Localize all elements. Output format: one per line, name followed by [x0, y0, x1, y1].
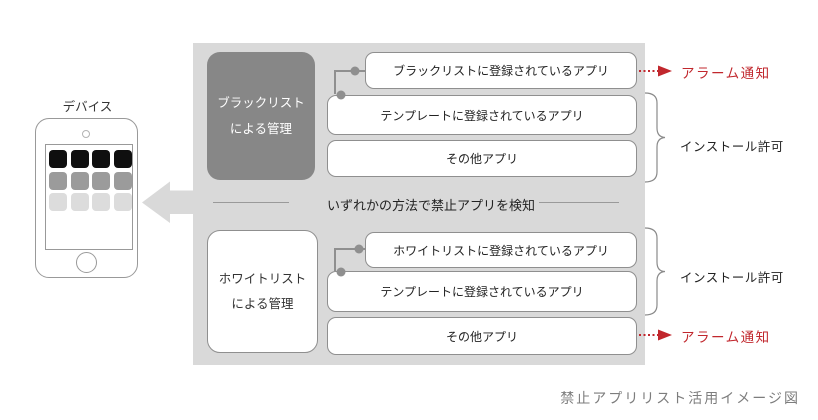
box-template-registered-apps-top: テンプレートに登録されているアプリ — [327, 95, 637, 135]
alarm-arrowhead-bottom-icon — [658, 329, 672, 341]
whitelist-management-line1: ホワイトリスト — [218, 271, 307, 286]
install-brace-top — [644, 92, 666, 183]
phone-home-button — [76, 252, 97, 273]
alarm-notification-label-bottom: アラーム通知 — [681, 330, 771, 345]
blacklist-management-box: ブラックリスト による管理 — [207, 52, 315, 180]
blacklist-management-line2: による管理 — [229, 121, 293, 136]
box-other-apps-top: その他アプリ — [327, 140, 637, 177]
alarm-notification-label-top: アラーム通知 — [681, 66, 771, 81]
phone-screen — [45, 144, 133, 250]
app-icon — [49, 193, 67, 211]
box-blacklist-registered-apps: ブラックリストに登録されているアプリ — [365, 52, 637, 89]
flow-arrow-to-device-icon — [142, 181, 194, 223]
install-permitted-label-top: インストール許可 — [680, 140, 784, 154]
app-icon — [92, 193, 110, 211]
app-icon — [92, 171, 110, 190]
app-icon — [70, 171, 89, 190]
box-template-registered-apps-bottom: テンプレートに登録されているアプリ — [327, 271, 637, 312]
alarm-arrowhead-top-icon — [658, 65, 672, 77]
phone-camera-dot — [82, 130, 90, 138]
install-permitted-label-bottom: インストール許可 — [680, 271, 784, 285]
app-icon — [49, 150, 67, 168]
app-icon — [113, 193, 132, 211]
app-icon — [92, 150, 110, 168]
divider-line-left — [213, 202, 289, 203]
app-icon — [49, 171, 67, 190]
app-icon — [113, 171, 132, 190]
whitelist-management-line2: による管理 — [231, 297, 294, 311]
diagram-caption: 禁止アプリリスト活用イメージ図 — [560, 390, 800, 406]
phone-app-icon-grid — [49, 150, 132, 211]
app-icon — [113, 150, 132, 168]
divider-line-right — [539, 202, 619, 203]
app-icon — [70, 193, 89, 211]
install-brace-bottom — [644, 227, 666, 316]
box-whitelist-registered-apps: ホワイトリストに登録されているアプリ — [365, 232, 637, 268]
whitelist-management-box: ホワイトリスト による管理 — [207, 230, 318, 353]
box-other-apps-bottom: その他アプリ — [327, 317, 637, 355]
device-phone-illustration — [35, 118, 138, 278]
app-icon — [70, 150, 89, 168]
detection-method-label: いずれかの方法で禁止アプリを検知 — [326, 198, 535, 213]
device-label: デバイス — [62, 100, 113, 114]
blacklist-management-line1: ブラックリスト — [217, 96, 305, 110]
